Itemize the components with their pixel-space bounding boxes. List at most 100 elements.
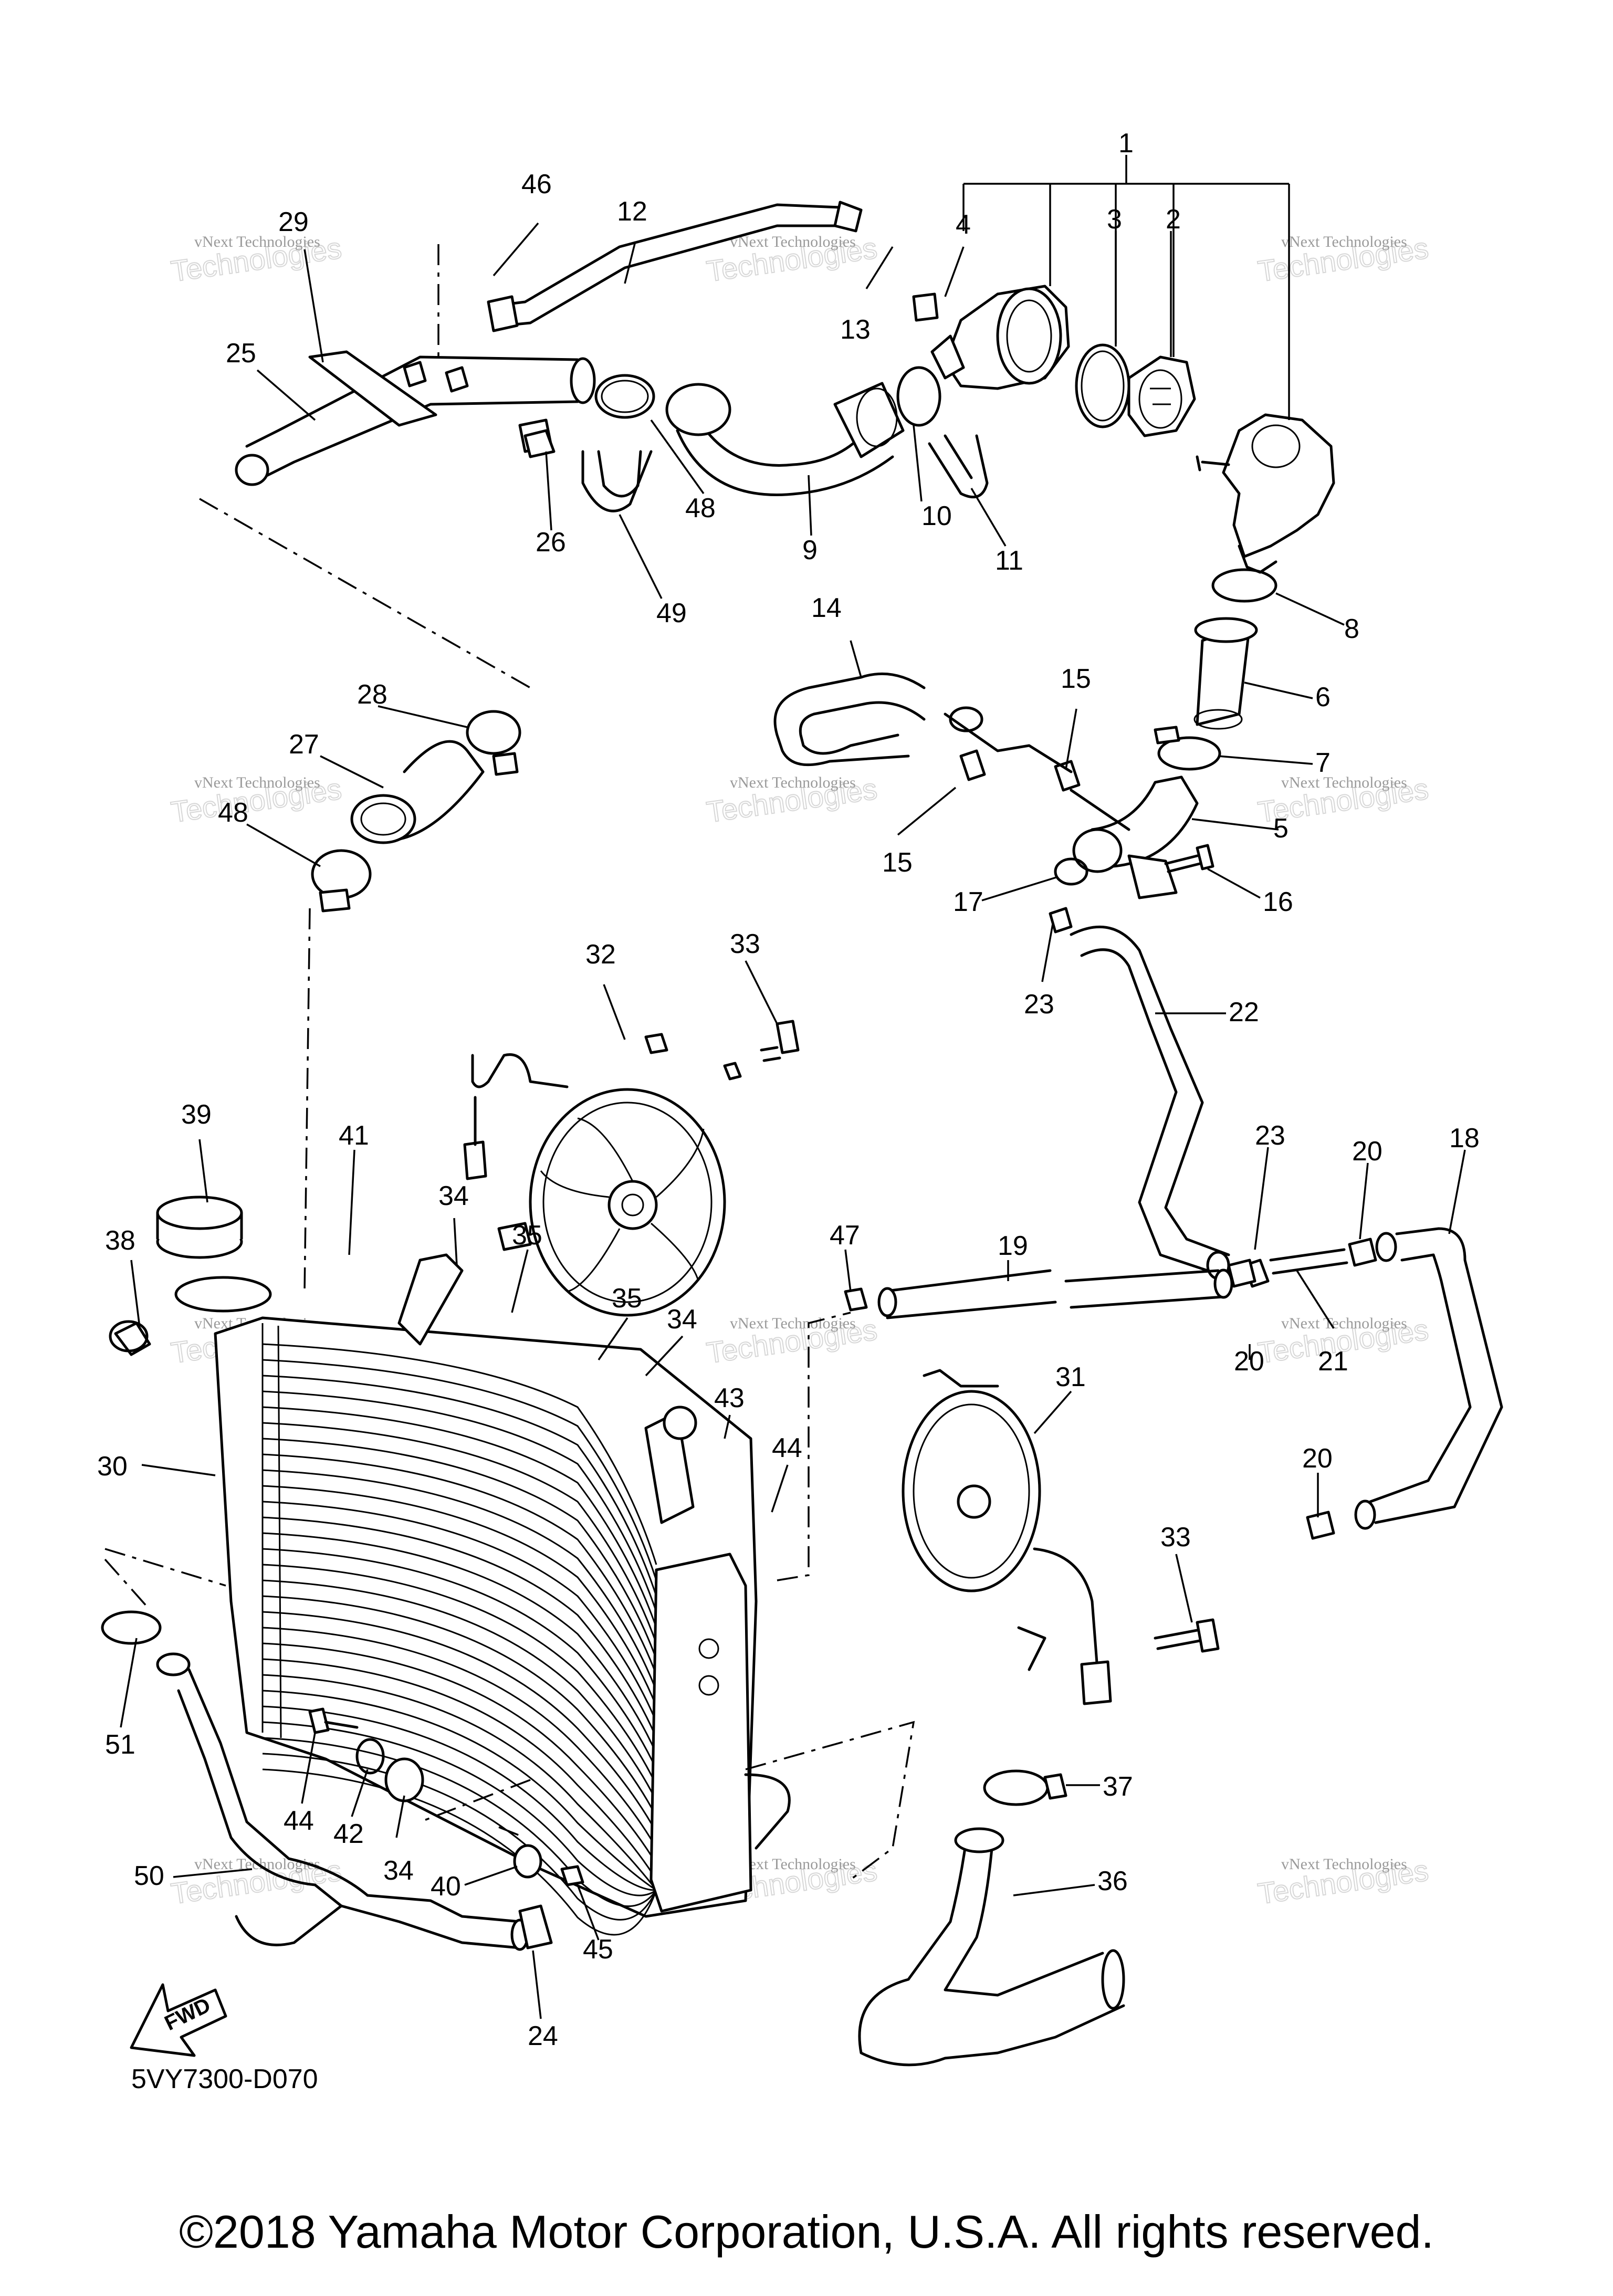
- radiator-fin: [262, 1453, 657, 1675]
- radiator-fin: [262, 1705, 657, 1891]
- radiator-fin: [262, 1469, 657, 1691]
- radiator-fin: [262, 1390, 657, 1612]
- callout-label: 5: [1273, 813, 1289, 844]
- watermark-text: vNext Technologies: [730, 774, 856, 791]
- callout-label: 51: [105, 1729, 135, 1760]
- radiator-fin: [262, 1406, 657, 1628]
- callout-label: 27: [289, 729, 319, 760]
- callout-label: 9: [802, 535, 818, 565]
- radiator-fin: [262, 1532, 657, 1754]
- callout-label: 33: [1160, 1522, 1191, 1553]
- callout-label: 32: [585, 939, 616, 970]
- radiator-fin: [262, 1516, 657, 1738]
- callout-label: 20: [1234, 1346, 1264, 1377]
- callout-label: 34: [667, 1304, 697, 1335]
- radiator-fin: [262, 1579, 657, 1801]
- fan-left: [463, 1020, 800, 1317]
- callout-label: 35: [512, 1220, 542, 1251]
- leader-lines: [120, 155, 1466, 2019]
- radiator-fin: [262, 1375, 657, 1597]
- callout-label: 43: [714, 1383, 745, 1413]
- callout-label: 26: [536, 527, 566, 558]
- callout-numbers: 1 2 3 4 46 29 12 13 25 26 48 49 9 10 11 …: [97, 128, 1480, 2051]
- watermark-text: vNext Technologies: [1281, 233, 1407, 250]
- watermark-text: vNext Technologies: [194, 774, 320, 791]
- callout-label: 37: [1103, 1771, 1133, 1802]
- callout-label: 34: [383, 1855, 414, 1886]
- callout-label: 36: [1097, 1866, 1128, 1896]
- radiator-fin: [262, 1737, 657, 1907]
- callout-label: 12: [617, 196, 647, 227]
- callout-label: 4: [956, 209, 971, 240]
- radiator-fin: [262, 1674, 657, 1891]
- callout-label: 17: [953, 887, 983, 917]
- radiator-fin: [262, 1343, 657, 1565]
- callout-label: 47: [830, 1220, 860, 1251]
- reference-lines: [104, 244, 915, 1881]
- callout-label: 10: [921, 501, 952, 531]
- watermark-text: vNext Technologies: [1281, 1855, 1407, 1873]
- callout-label: 18: [1449, 1123, 1480, 1154]
- callout-label: 23: [1255, 1120, 1285, 1151]
- callout-label: 11: [995, 546, 1023, 576]
- radiator-fin: [262, 1359, 657, 1581]
- callout-label: 35: [612, 1283, 642, 1314]
- callout-label: 44: [284, 1806, 314, 1836]
- callout-label: 20: [1352, 1136, 1382, 1167]
- callout-label: 45: [583, 1934, 613, 1965]
- callout-label: 1: [1118, 128, 1134, 159]
- callout-label: 24: [528, 2021, 558, 2051]
- radiator-fin: [262, 1422, 657, 1644]
- radiator-fin: [262, 1564, 657, 1786]
- watermark-text: vNext Technologies: [194, 233, 320, 250]
- watermark-text: vNext Technologies: [730, 233, 856, 250]
- watermark-text: vNext Technologies: [1281, 1315, 1407, 1332]
- radiator-fin: [262, 1501, 657, 1723]
- callout-label: 16: [1263, 887, 1293, 917]
- radiator-edge: [261, 1323, 282, 1738]
- callout-label: 20: [1302, 1443, 1333, 1474]
- callout-label: 31: [1055, 1362, 1086, 1392]
- radiator-fin: [262, 1627, 657, 1849]
- watermark-text: vNext Technologies: [1281, 774, 1407, 791]
- callout-label: 7: [1315, 748, 1331, 778]
- callout-label: 2: [1166, 204, 1181, 235]
- callout-label: 30: [97, 1451, 128, 1482]
- thermostat-assembly: [912, 285, 1335, 574]
- callout-label: 14: [811, 593, 842, 623]
- callout-label: 15: [1061, 664, 1091, 694]
- callout-label: 48: [218, 798, 248, 828]
- callout-label: 8: [1344, 614, 1359, 644]
- hoses-right: [773, 568, 1277, 1288]
- callout-label: 13: [840, 314, 871, 345]
- callout-label: 25: [226, 338, 256, 369]
- copyright-notice: ©2018 Yamaha Motor Corporation, U.S.A. A…: [179, 2206, 1434, 2258]
- callout-label: 39: [181, 1099, 212, 1130]
- radiator-fin: [262, 1548, 657, 1770]
- callout-label: 21: [1318, 1346, 1348, 1377]
- callout-label: 50: [134, 1861, 164, 1891]
- callout-label: 46: [521, 169, 552, 200]
- callout-label: 44: [772, 1433, 802, 1463]
- callout-label: 42: [333, 1819, 364, 1849]
- callout-label: 38: [105, 1225, 135, 1256]
- callout-label: 29: [278, 207, 309, 237]
- lower-hoses: [101, 1610, 1125, 2067]
- fan-right: [902, 1369, 1220, 1705]
- hoses-mid: [311, 710, 1503, 1540]
- radiator-fin: [262, 1438, 657, 1660]
- callout-label: 49: [656, 598, 687, 628]
- hoses-upper: [235, 201, 989, 512]
- watermark-text: vNext Technologies: [730, 1315, 856, 1332]
- callout-label: 23: [1024, 989, 1054, 1020]
- radiator-fin: [262, 1485, 657, 1707]
- callout-label: 40: [431, 1871, 461, 1902]
- callout-label: 19: [998, 1231, 1028, 1261]
- diagram-code: 5VY7300-D070: [131, 2064, 318, 2094]
- radiator-fin: [262, 1658, 657, 1880]
- callout-label: 48: [685, 493, 716, 523]
- callout-label: 33: [730, 929, 760, 959]
- radiator-fin: [262, 1611, 657, 1833]
- radiator-fin: [262, 1595, 657, 1817]
